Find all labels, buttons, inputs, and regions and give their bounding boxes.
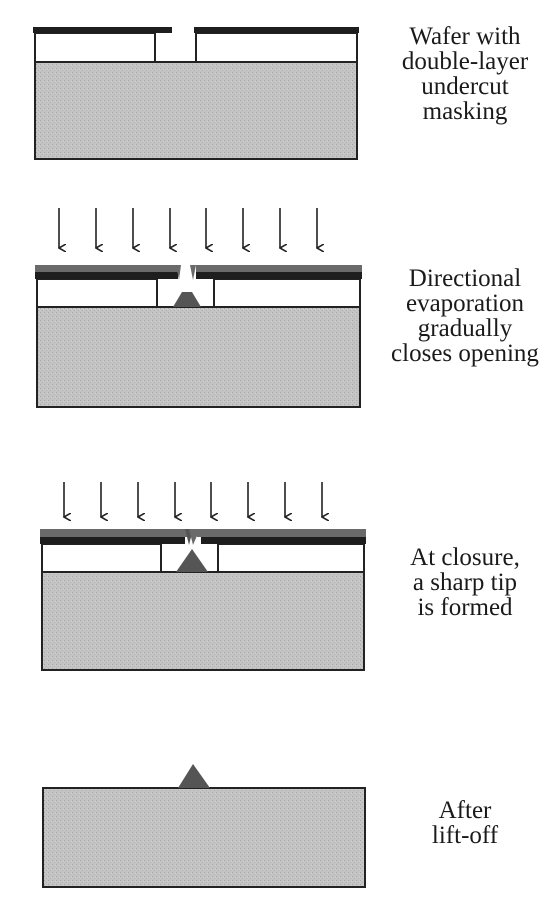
- substrate-4: [42, 787, 366, 888]
- spacer-layer-2: [36, 278, 361, 308]
- caption-line: Wafer with: [409, 23, 521, 50]
- caption-line: is formed: [417, 594, 513, 621]
- caption-line: double-layer: [401, 48, 529, 75]
- caption-line: a sharp tip: [412, 569, 518, 596]
- caption-line: After: [438, 797, 492, 824]
- evaporation-arrows-3: [64, 482, 322, 517]
- caption-line: Directional: [408, 265, 522, 292]
- step-3-caption: At closure, a sharp tip is formed: [370, 545, 560, 620]
- caption-line: At closure,: [410, 544, 520, 571]
- step-4-lift-off: [42, 764, 366, 888]
- deposited-metal-3: [40, 529, 366, 545]
- final-tip-4: [178, 764, 210, 788]
- top-mask-layer-3: [40, 537, 366, 544]
- caption-line: undercut: [421, 73, 509, 100]
- caption-line: evaporation: [405, 290, 524, 317]
- sharp-tip-3: [176, 549, 208, 572]
- top-mask-layer-2: [35, 272, 362, 279]
- step-1-caption: Wafer with double-layer undercut masking: [370, 24, 560, 124]
- substrate-1: [34, 61, 358, 160]
- spacer-layer-3: [41, 543, 365, 573]
- step-4-caption: After lift-off: [370, 798, 560, 848]
- caption-line: gradually: [417, 315, 513, 342]
- substrate-2: [36, 306, 361, 408]
- step-1-wafer-masking: [33, 27, 359, 160]
- step-2-caption: Directional evaporation gradually closes…: [370, 266, 560, 366]
- growing-tip-2: [173, 292, 201, 307]
- caption-line: masking: [422, 98, 508, 125]
- step-2-evaporation: [35, 208, 362, 408]
- step-3-closure: [40, 482, 366, 671]
- deposited-metal-2: [35, 265, 362, 280]
- top-mask-layer-1: [33, 27, 359, 33]
- evaporation-arrows-2: [59, 208, 317, 248]
- caption-line: lift-off: [431, 822, 499, 849]
- substrate-3: [41, 571, 365, 671]
- caption-line: closes opening: [391, 340, 539, 367]
- spacer-layer-1: [34, 32, 358, 63]
